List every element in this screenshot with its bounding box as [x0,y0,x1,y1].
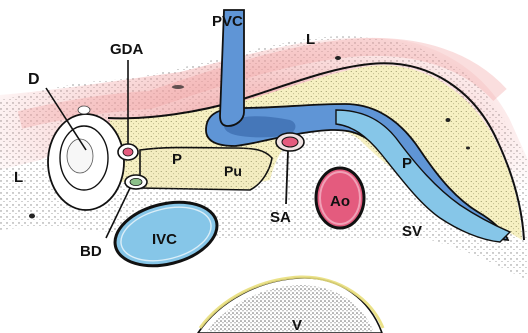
label-pvc: PVC [212,13,243,30]
label-gda: GDA [110,41,144,58]
label-bile-duct: BD [80,243,102,260]
duodenum [48,114,124,210]
label-aorta: Ao [330,193,350,210]
label-superior-mesenteric-artery: SA [270,209,291,226]
label-pancreas-left: P [172,151,182,168]
label-duodenum: D [28,71,40,88]
label-liver-left: L [14,169,23,186]
label-pancreas-right: P [402,155,412,172]
label-vertebra: V [292,317,302,333]
label-ivc: IVC [152,231,177,248]
vertebra [198,277,383,333]
label-pancreas-uncinate: Pu [224,163,242,179]
label-liver-top: L [306,31,315,48]
label-splenic-vein: SV [402,223,422,240]
